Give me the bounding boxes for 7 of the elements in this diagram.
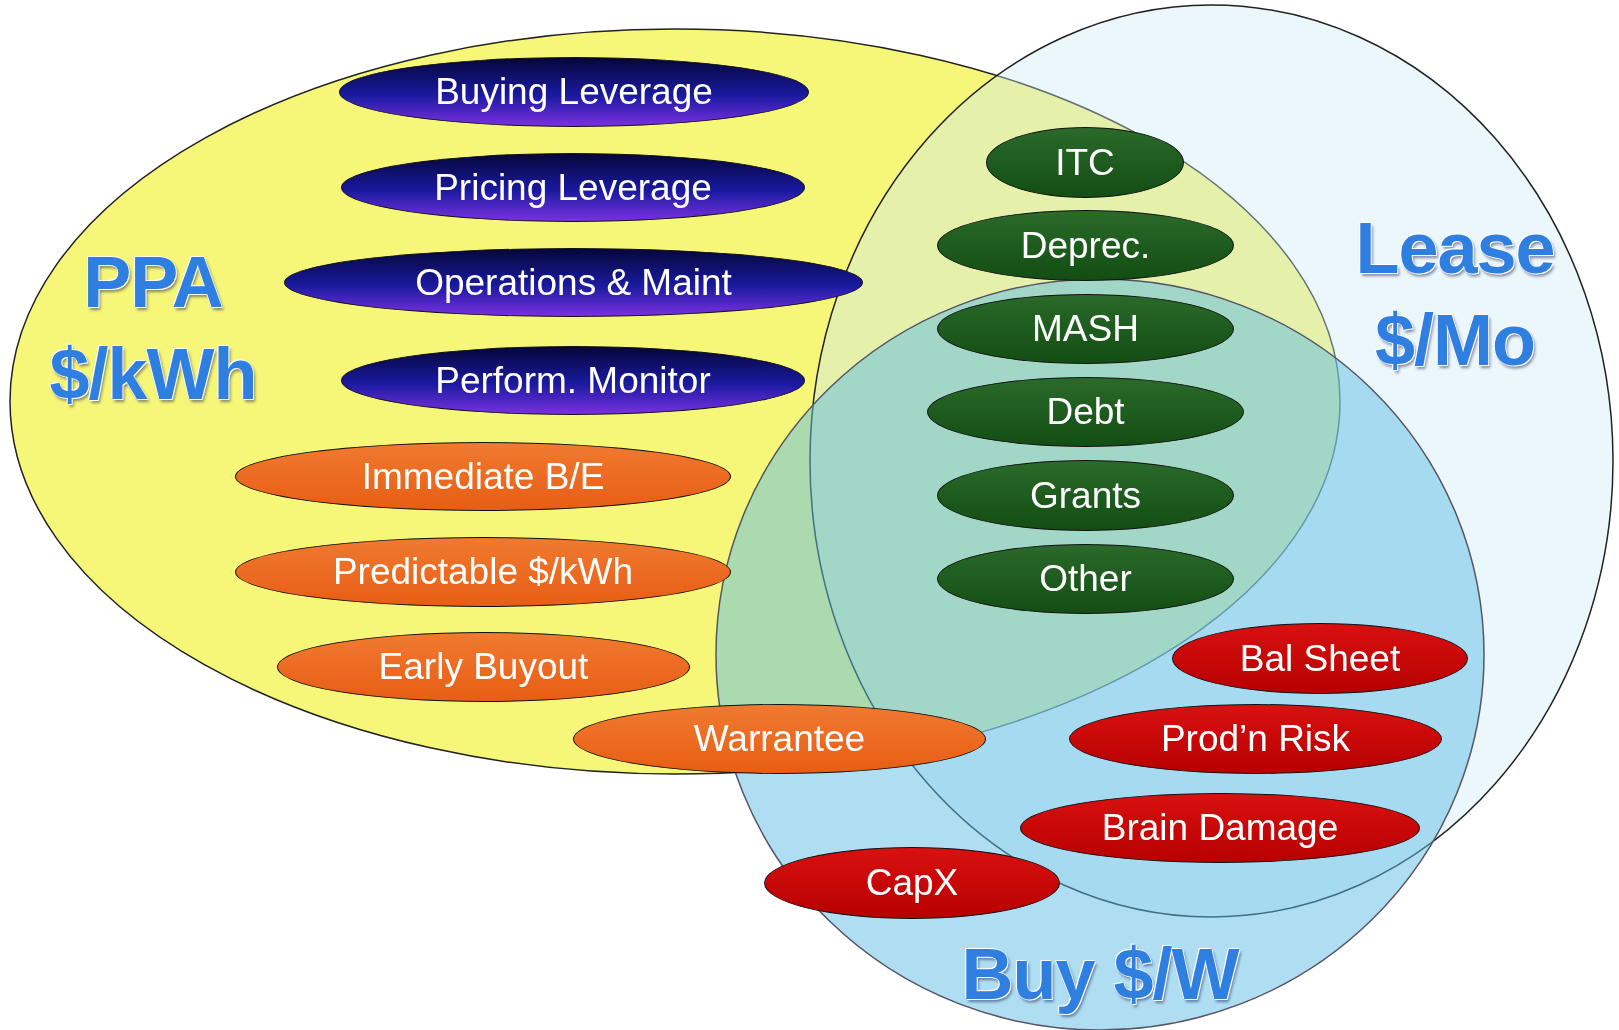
factor-oval: Brain Damage	[1020, 793, 1420, 863]
factor-oval: Prod’n Risk	[1069, 704, 1442, 774]
set-title: Buy $/W	[960, 933, 1241, 1016]
set-title: PPA $/kWh	[48, 241, 258, 417]
factor-oval: CapX	[764, 847, 1060, 919]
factor-oval: Bal Sheet	[1172, 623, 1468, 694]
set-title: Lease $/Mo	[1354, 207, 1556, 383]
